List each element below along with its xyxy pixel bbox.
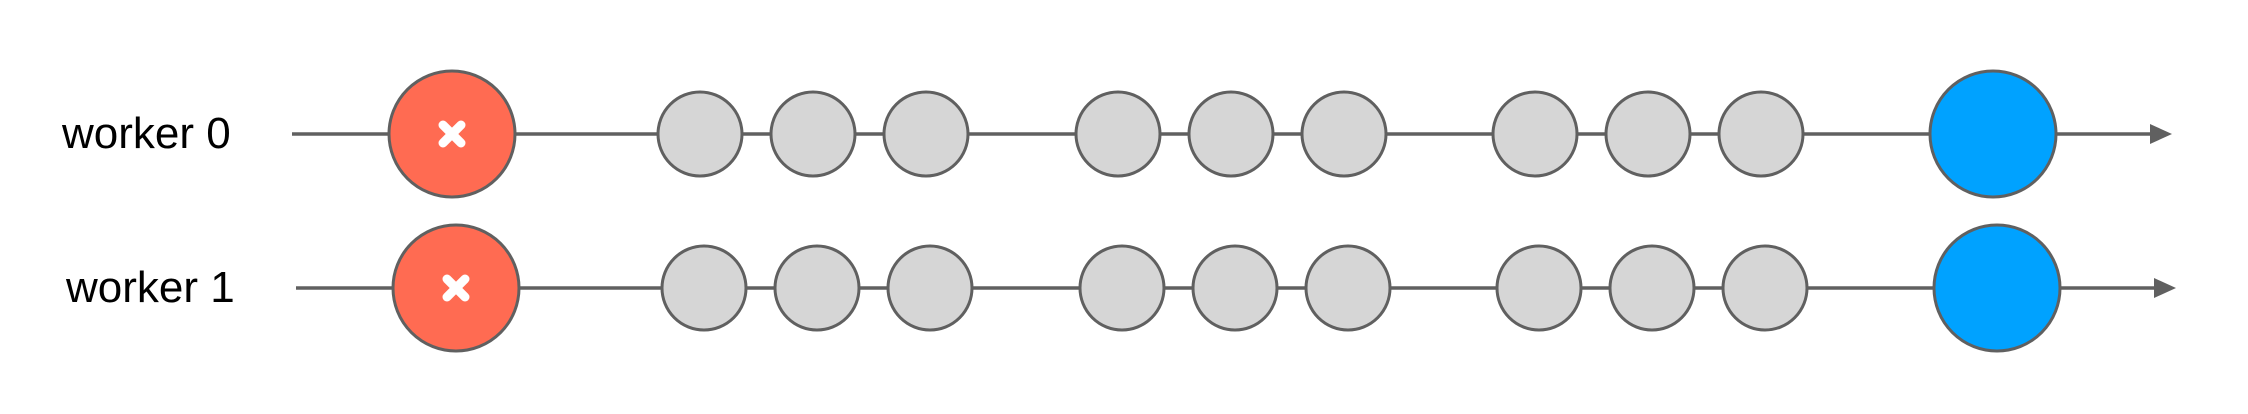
x-mark-icon: [442, 274, 470, 302]
pending-event-node: [1604, 90, 1692, 178]
pending-event-node: [1191, 244, 1279, 332]
worker-row-1: worker 1: [65, 223, 2176, 353]
pending-event-node: [1491, 90, 1579, 178]
pending-event-node: [882, 90, 970, 178]
worker-label: worker 0: [61, 109, 231, 158]
pending-event-node: [769, 90, 857, 178]
timeline-arrowhead: [2154, 278, 2176, 298]
pending-event-node: [773, 244, 861, 332]
pending-event-node: [1721, 244, 1809, 332]
complete-event-node: [1928, 69, 2058, 199]
pending-event-node: [1304, 244, 1392, 332]
pending-event-node: [1608, 244, 1696, 332]
pending-event-node: [1074, 90, 1162, 178]
x-mark-icon: [438, 120, 466, 148]
worker-label: worker 1: [65, 263, 235, 312]
pending-event-node: [1300, 90, 1388, 178]
pending-event-node: [1078, 244, 1166, 332]
pending-event-node: [660, 244, 748, 332]
pending-event-node: [1717, 90, 1805, 178]
pending-event-node: [1187, 90, 1275, 178]
complete-event-node: [1932, 223, 2062, 353]
timeline-arrowhead: [2150, 124, 2172, 144]
pending-event-node: [886, 244, 974, 332]
pending-event-node: [656, 90, 744, 178]
worker-row-0: worker 0: [61, 69, 2172, 199]
pending-event-node: [1495, 244, 1583, 332]
